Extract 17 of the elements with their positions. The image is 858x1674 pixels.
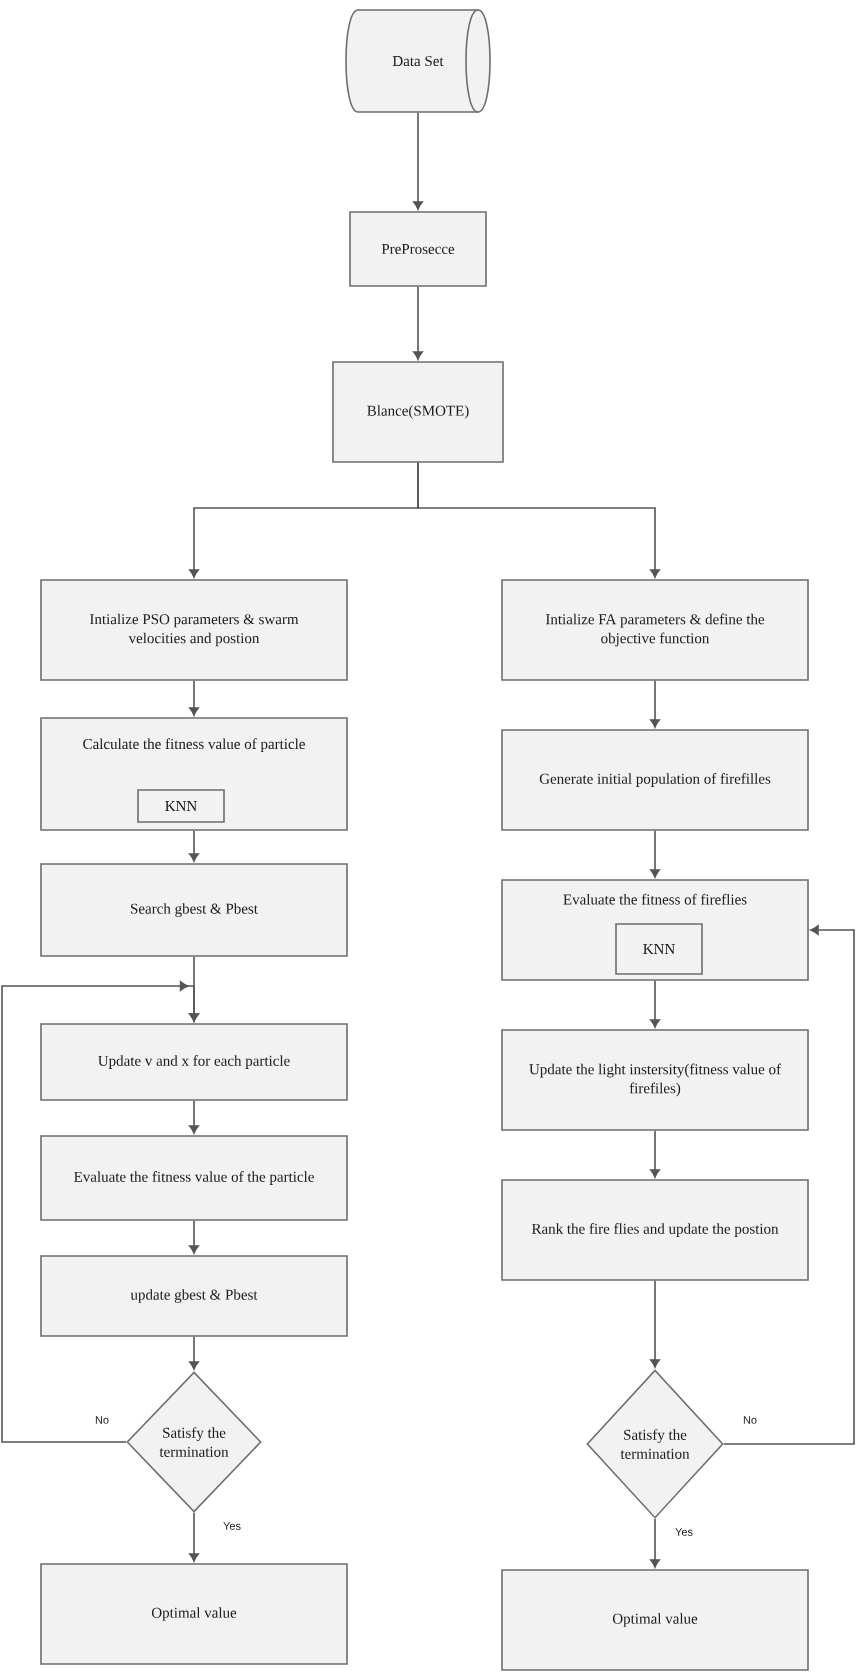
arrow — [189, 680, 199, 716]
arrow — [413, 112, 423, 210]
arrow — [189, 1336, 199, 1370]
arrow — [650, 980, 660, 1028]
arrow — [650, 1280, 660, 1368]
arrow — [650, 1130, 660, 1178]
arrow — [723, 925, 855, 1445]
arrow — [189, 830, 199, 862]
arrow — [413, 286, 423, 360]
arrow — [650, 1518, 660, 1568]
arrow — [417, 462, 660, 578]
arrow — [189, 1512, 199, 1562]
arrow — [650, 830, 660, 878]
arrow — [189, 1220, 199, 1254]
arrow — [1, 981, 199, 1443]
arrow — [650, 680, 660, 728]
arrow — [189, 1100, 199, 1134]
